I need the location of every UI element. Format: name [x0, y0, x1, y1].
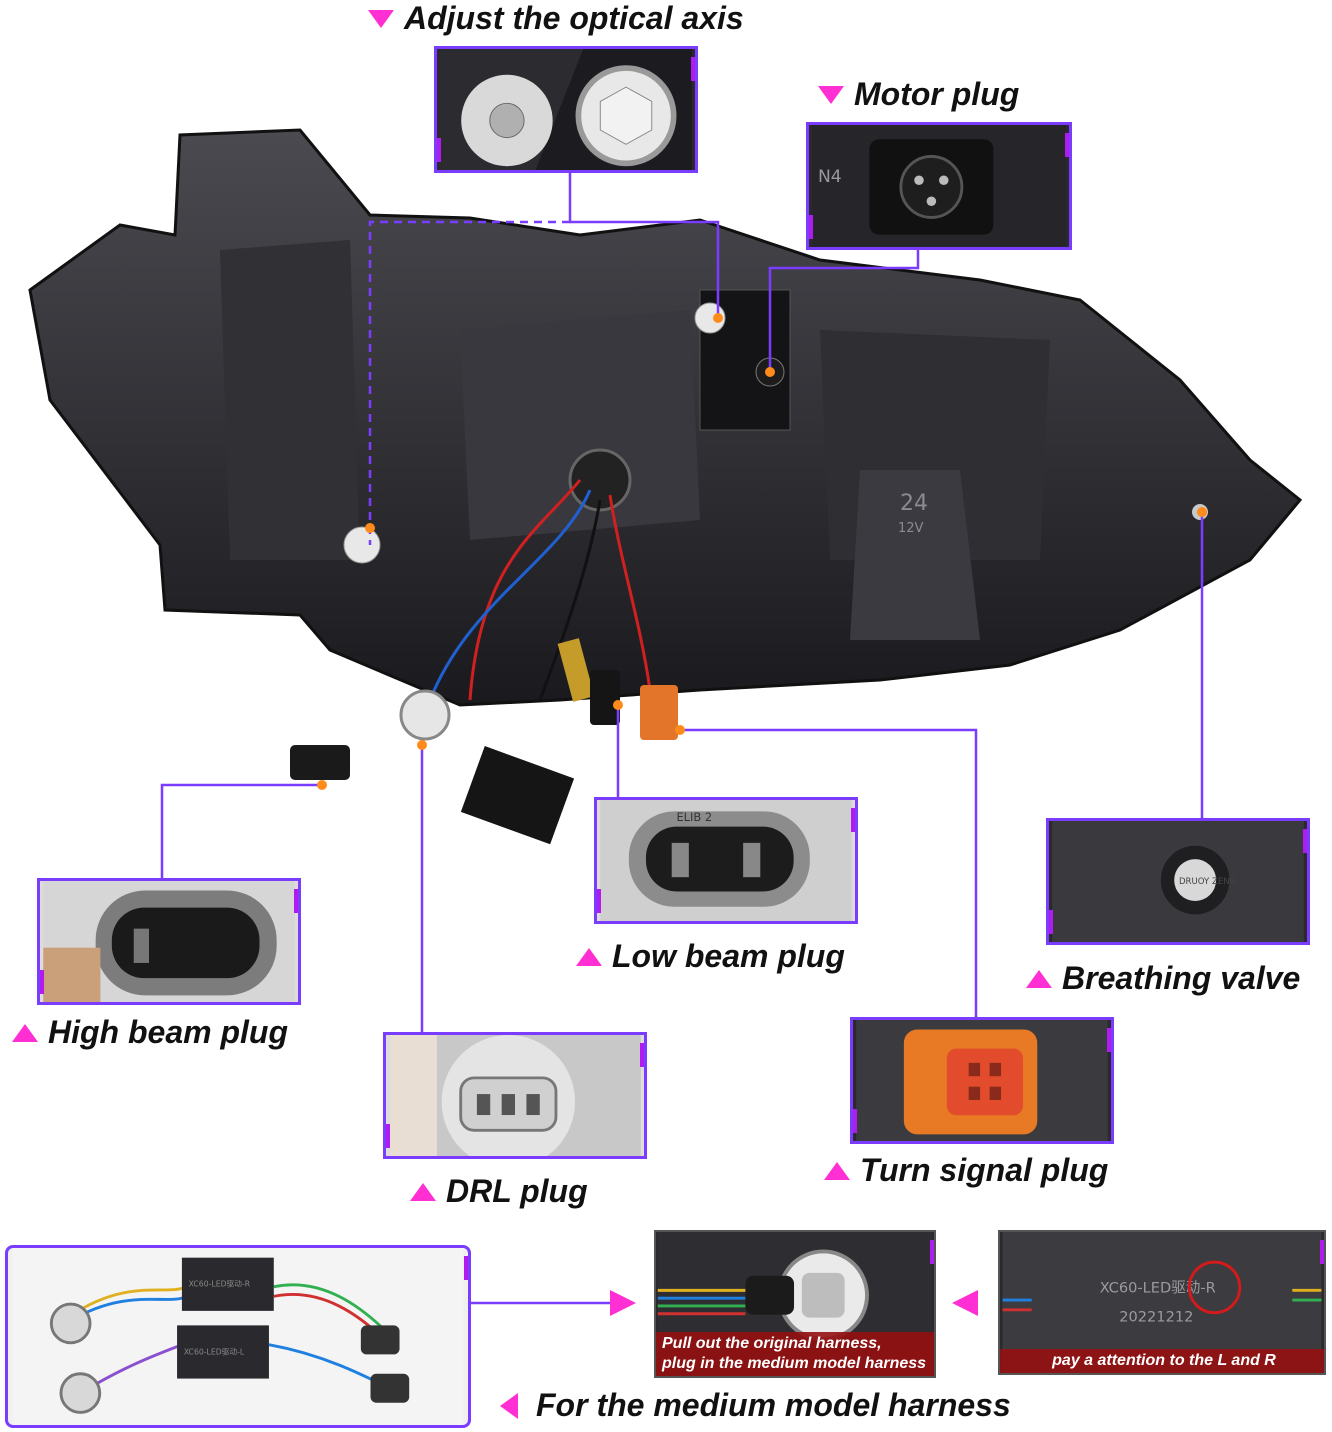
label-drl-plug: DRL plug [410, 1173, 588, 1210]
lr-module-photo: XC60-LED驱动-R 20221212 pay a attention to… [998, 1230, 1326, 1375]
harness-kit-photo: XC60-LED驱动-R XC60-LED驱动-L [5, 1245, 471, 1428]
high-beam-connector [290, 745, 350, 780]
valve-text: DRUOY ZENG [1179, 877, 1236, 887]
module-top-text: XC60-LED驱动-R [189, 1279, 251, 1289]
lamp-voltage: 12V [898, 521, 924, 536]
module-date: 20221212 [1119, 1308, 1193, 1325]
module-bottom-text: XC60-LED驱动-L [184, 1346, 245, 1356]
down-arrow-icon [818, 85, 844, 104]
up-arrow-icon [1026, 969, 1052, 988]
module-label: XC60-LED驱动-R [1100, 1279, 1216, 1296]
breathing-valve-point [1192, 504, 1208, 520]
adjuster-bolt-top [694, 302, 726, 334]
motor-tag: N4 [818, 167, 842, 187]
label-breathing-valve: Breathing valve [1026, 960, 1300, 997]
up-arrow-icon [12, 1023, 38, 1042]
label-motor-plug: Motor plug [818, 76, 1019, 113]
turn-signal-connector [640, 685, 678, 740]
high-beam-plug-photo [37, 878, 301, 1005]
label-optical-axis: Adjust the optical axis [368, 0, 744, 37]
optical-axis-photo [434, 46, 698, 173]
install-instruction: Pull out the original harness, plug in t… [656, 1332, 934, 1376]
down-arrow-icon [368, 9, 394, 28]
install-step-photo: Pull out the original harness, plug in t… [654, 1230, 936, 1378]
left-arrow-icon [500, 1392, 518, 1419]
install-instruction-line1: Pull out the original harness, [662, 1335, 882, 1352]
control-box [460, 746, 575, 845]
adjuster-bolt-left [343, 526, 381, 564]
turn-signal-plug-photo [850, 1017, 1114, 1144]
drl-socket [399, 689, 451, 741]
lr-attention-note: pay a attention to the L and R [1000, 1349, 1324, 1373]
resistor [557, 638, 595, 702]
up-arrow-icon [410, 1182, 436, 1201]
label-turn-signal-plug: Turn signal plug [824, 1152, 1108, 1189]
breathing-valve-photo: DRUOY ZENG [1046, 818, 1310, 945]
lamp-number: 24 [900, 491, 928, 516]
label-medium-model-harness: For the medium model harness [500, 1387, 1011, 1424]
install-instruction-line2: plug in the medium model harness [662, 1355, 927, 1372]
up-arrow-icon [576, 947, 602, 966]
low-beam-connector [590, 670, 620, 725]
drl-plug-photo [383, 1032, 647, 1159]
lr-marker-circle [1187, 1260, 1242, 1315]
label-high-beam-plug: High beam plug [12, 1014, 288, 1051]
bulb-socket-code: ELIB 2 [676, 810, 712, 824]
motor-plug-photo: N4 [806, 122, 1072, 250]
low-beam-plug-photo: ELIB 2 [594, 797, 858, 924]
label-low-beam-plug: Low beam plug [576, 938, 845, 975]
up-arrow-icon [824, 1161, 850, 1180]
